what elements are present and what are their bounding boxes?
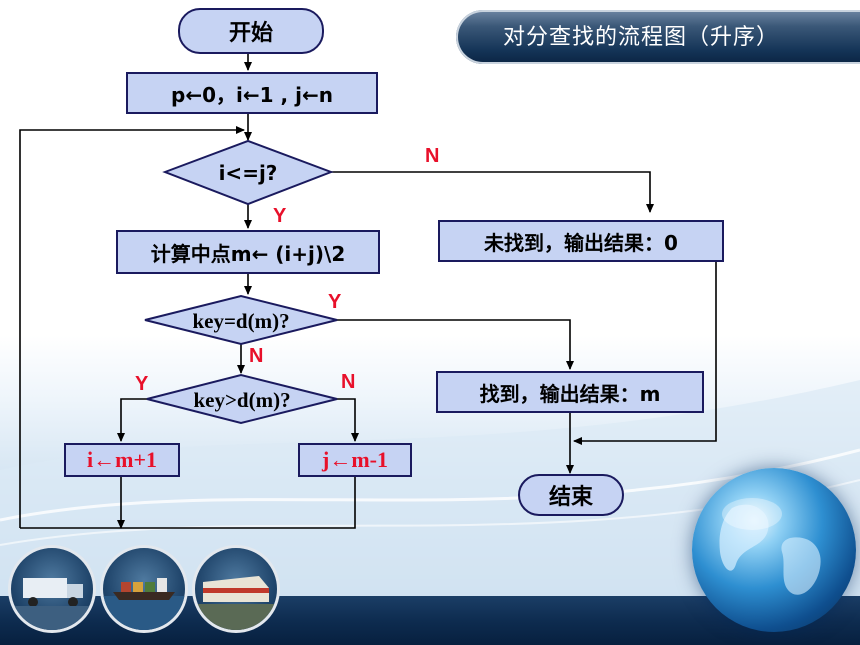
edge-label-greater-yes: Y — [135, 373, 149, 395]
not-found-label: 未找到，输出结果：0 — [484, 230, 678, 255]
page-title: 对分查找的流程图（升序） — [503, 25, 780, 50]
greater-condition-label: key>d(m)? — [193, 387, 291, 412]
set-j-label: j←m-1 — [322, 447, 388, 472]
edge-label-loop-no: N — [425, 145, 440, 167]
arrow-greater-yes — [117, 398, 147, 442]
set-i-node: i←m+1 — [64, 443, 180, 477]
set-i-label: i←m+1 — [87, 447, 157, 472]
set-j-node: j←m-1 — [298, 443, 412, 477]
arrow-loop-back — [19, 126, 245, 528]
arrow-loop-no — [330, 171, 654, 213]
calc-mid-label: 计算中点m← (i+j)\2 — [150, 241, 346, 266]
init-node: p←0，i←1 , j←n — [126, 72, 378, 114]
decision-equal — [144, 294, 338, 346]
found-node: 找到，输出结果：m — [436, 371, 704, 413]
init-label: p←0，i←1 , j←n — [171, 82, 333, 107]
edge-label-greater-no: N — [341, 371, 356, 393]
end-node: 结束 — [518, 474, 624, 516]
arrow-equal-yes — [336, 319, 574, 370]
title-bar — [456, 10, 860, 64]
equal-condition-label: key=d(m)? — [192, 308, 290, 333]
globe-image — [692, 468, 856, 632]
truck-image — [8, 545, 96, 633]
calc-mid-node: 计算中点m← (i+j)\2 — [116, 230, 380, 274]
loop-condition-label: i<=j? — [218, 161, 278, 185]
edge-label-loop-yes: Y — [273, 205, 287, 227]
end-label: 结束 — [548, 485, 593, 510]
train-image — [192, 545, 280, 633]
arrow-greater-no — [336, 398, 359, 442]
found-label: 找到，输出结果：m — [479, 381, 661, 406]
not-found-node: 未找到，输出结果：0 — [438, 220, 724, 262]
edge-label-equal-yes: Y — [328, 291, 342, 313]
line-set-j-down — [20, 477, 356, 529]
decision-loop — [162, 139, 334, 206]
decision-greater — [146, 373, 338, 425]
edge-label-equal-no: N — [249, 345, 264, 367]
arrow-notfound-to-end — [573, 262, 717, 445]
start-node: 开始 — [178, 8, 324, 54]
start-label: 开始 — [228, 21, 273, 46]
ship-image — [100, 545, 188, 633]
